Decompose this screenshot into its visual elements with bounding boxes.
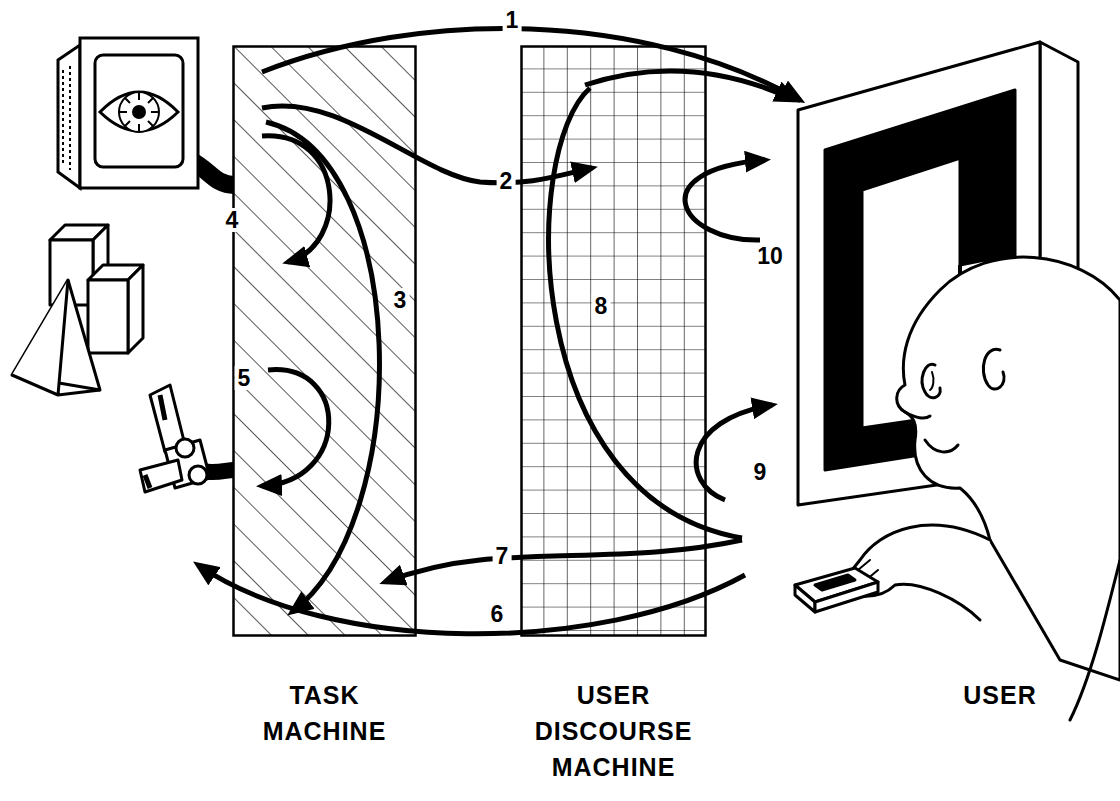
panel-shape <box>232 45 417 637</box>
machine-heading: TASK MACHINE <box>250 677 400 749</box>
machine-heading: USER <box>930 677 1070 713</box>
callout-number: 10 <box>754 244 786 268</box>
discourse-machine-panel: USER DISCOURSE MACHINE <box>520 45 707 789</box>
camera-sensor <box>119 92 159 132</box>
callout-number: 7 <box>493 544 512 568</box>
manipulator-gripper <box>160 395 165 420</box>
callout-number: 3 <box>391 288 410 312</box>
camera-sensor <box>62 70 64 165</box>
camera-sensor <box>100 92 178 131</box>
user-figure <box>983 349 1004 389</box>
user-figure <box>1070 560 1120 720</box>
block-shapes <box>12 280 100 395</box>
camera-sensor <box>58 45 80 188</box>
camera-sensor <box>119 92 159 132</box>
user-label-node: USER <box>930 45 1070 717</box>
callout-number: 8 <box>592 294 611 318</box>
manipulator-gripper <box>140 385 234 492</box>
panel-outline <box>234 47 416 636</box>
block-shapes <box>128 265 143 353</box>
flow-arrow <box>696 405 772 500</box>
callout-number: 9 <box>751 460 770 484</box>
keyboard <box>795 568 878 612</box>
user-figure <box>922 364 940 398</box>
panel-shape <box>520 45 707 637</box>
callout-number: 5 <box>235 366 254 390</box>
user-figure <box>897 257 1120 680</box>
callout-number: 6 <box>488 602 507 626</box>
manipulator-gripper <box>140 460 182 492</box>
camera-sensor <box>95 55 183 167</box>
user-terminal <box>960 152 985 265</box>
keyboard <box>815 575 855 590</box>
callout-number: 4 <box>223 208 242 232</box>
callout-number: 2 <box>497 169 516 193</box>
callout-number: 1 <box>503 8 522 32</box>
keyboard <box>795 585 815 612</box>
camera-sensor <box>80 38 198 188</box>
user-figure <box>930 372 933 390</box>
user-figure <box>840 257 1120 720</box>
manipulator-gripper <box>145 475 150 488</box>
block-shapes <box>88 280 128 353</box>
user-figure <box>925 440 958 452</box>
task-machine-panel: TASK MACHINE <box>232 45 417 753</box>
camera-sensor <box>69 66 71 170</box>
camera-sensor <box>58 38 234 188</box>
machine-heading: USER DISCOURSE MACHINE <box>525 677 703 785</box>
manipulator-gripper <box>176 439 194 457</box>
camera-sensor <box>132 105 146 119</box>
panel-outline <box>522 47 706 636</box>
user-figure <box>905 412 930 418</box>
manipulator-gripper <box>189 466 207 484</box>
block-shapes <box>12 225 143 395</box>
